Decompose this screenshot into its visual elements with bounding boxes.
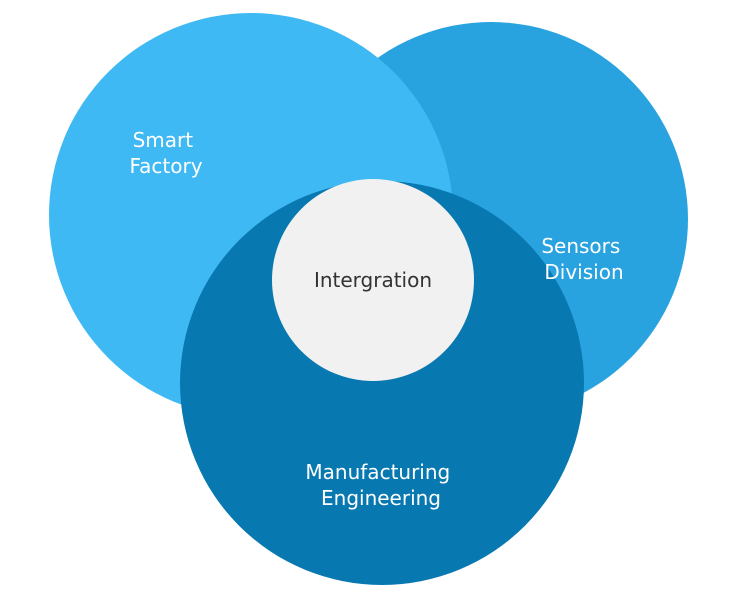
smart-factory-line1: Smart (133, 128, 194, 152)
manufacturing-engineering-label: Manufacturing Engineering (305, 460, 456, 510)
sensors-division-line1: Sensors (541, 234, 620, 258)
smart-factory-label: Smart Factory (129, 128, 202, 178)
manufacturing-engineering-line2: Engineering (321, 486, 441, 510)
integration-label: Intergration (314, 268, 432, 292)
smart-factory-line2: Factory (129, 154, 202, 178)
sensors-division-label: Sensors Division (541, 234, 626, 284)
integration-circle (272, 179, 474, 381)
sensors-division-line2: Division (544, 260, 623, 284)
manufacturing-engineering-line1: Manufacturing (305, 460, 450, 484)
